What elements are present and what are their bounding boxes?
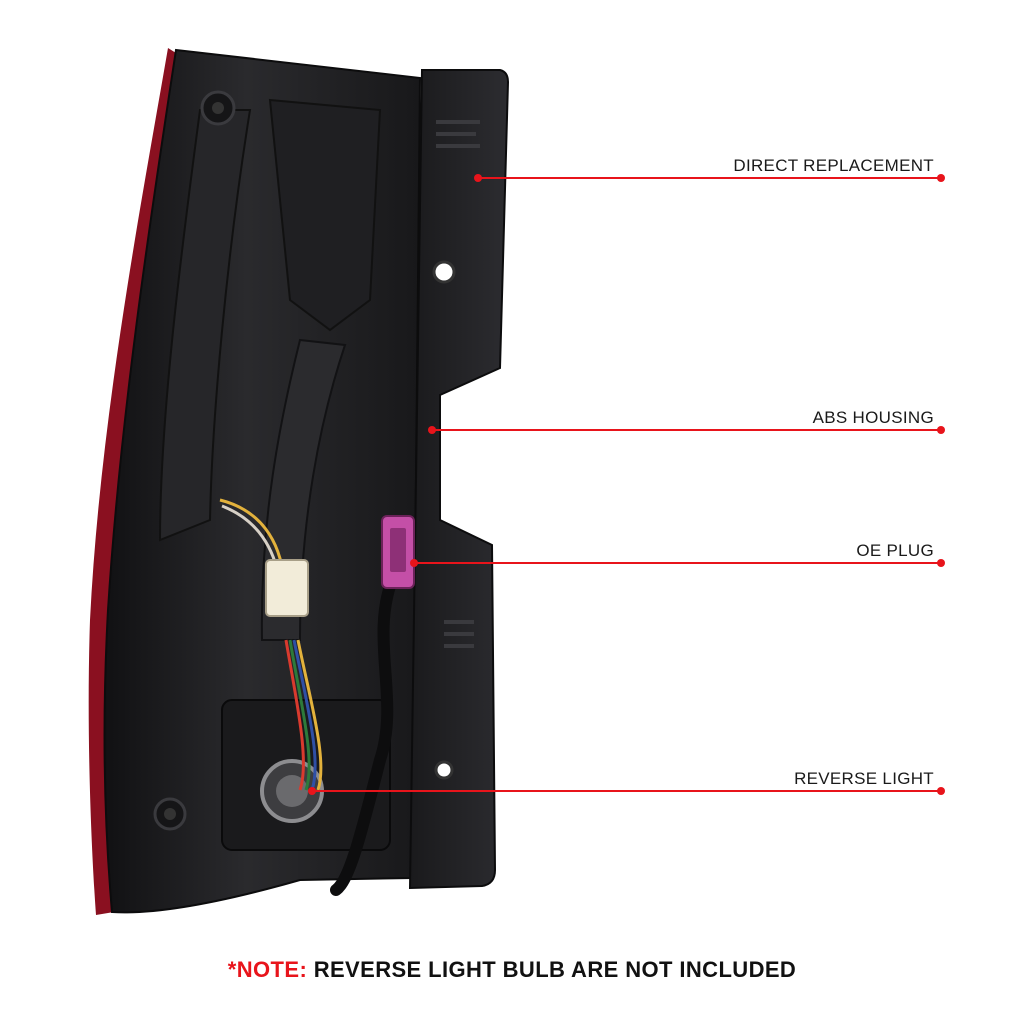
- callout-reverse-light: [308, 787, 945, 795]
- label-abs-housing: ABS HOUSING: [812, 408, 934, 427]
- purple-oe-plug-connector-icon: [381, 515, 415, 589]
- label-reverse-light: REVERSE LIGHT: [794, 769, 934, 788]
- callout-oe-plug: [410, 559, 945, 567]
- label-oe-plug: OE PLUG: [856, 541, 934, 560]
- push-clip-top: [200, 90, 236, 126]
- mounting-flange: [408, 69, 510, 890]
- white-wire-connector-icon: [265, 559, 309, 617]
- split-loom-tube: [330, 574, 398, 896]
- callout-direct-replacement: [474, 174, 945, 182]
- mount-hole-lower: [434, 760, 454, 780]
- push-clip-bottom: [153, 797, 187, 831]
- label-direct-replacement: DIRECT REPLACEMENT: [733, 156, 934, 175]
- disclaimer-note: *NOTE: REVERSE LIGHT BULB ARE NOT INCLUD…: [0, 957, 1024, 983]
- mount-hole-upper: [432, 260, 456, 284]
- housing-rib-center: [268, 98, 382, 332]
- red-lens-edge: [88, 48, 184, 915]
- note-prefix: *NOTE:: [227, 957, 308, 982]
- housing-rib-left: [158, 109, 252, 542]
- embossed-markings: [436, 120, 480, 648]
- callout-abs-housing: [428, 426, 945, 434]
- note-text: REVERSE LIGHT BULB ARE NOT INCLUDED: [313, 957, 797, 982]
